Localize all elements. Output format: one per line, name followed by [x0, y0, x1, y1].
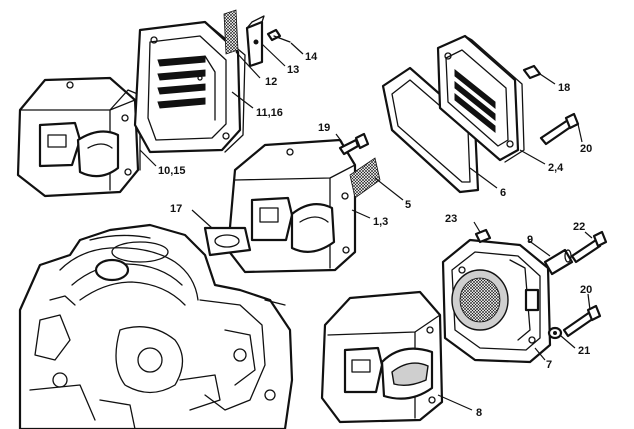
callout-labels: 14 13 12 11,16 10,15 18 20 2,4 6 19 5 1,… — [158, 51, 592, 419]
callout-9: 9 — [527, 234, 533, 246]
screw-19 — [338, 132, 370, 156]
callout-13: 13 — [287, 64, 299, 76]
spark-screen-12 — [223, 9, 239, 55]
muffler-shell-8 — [320, 290, 444, 424]
washer-21 — [547, 326, 563, 340]
callout-6: 6 — [500, 187, 506, 199]
callout-12: 12 — [265, 76, 277, 88]
callout-23: 23 — [445, 213, 457, 225]
gasket-6 — [381, 66, 480, 194]
engine-crankcase — [18, 223, 294, 429]
callout-18: 18 — [558, 82, 570, 94]
callout-2-4: 2,4 — [548, 162, 564, 174]
screw-20-upper — [539, 112, 580, 146]
muffler-7 — [441, 238, 552, 364]
spark-screen-5 — [349, 157, 381, 199]
screw-23 — [474, 228, 492, 244]
leader-lines — [139, 42, 593, 411]
screw-14 — [266, 28, 291, 43]
cover-plate-11-16 — [133, 20, 246, 154]
callout-1-3: 1,3 — [373, 216, 388, 228]
callout-17: 17 — [170, 203, 182, 215]
callout-7: 7 — [546, 359, 552, 371]
callout-20-upper: 20 — [580, 143, 592, 155]
screw-18 — [522, 64, 542, 80]
gasket-17 — [203, 226, 252, 257]
callout-11-16: 11,16 — [256, 107, 283, 119]
bracket-13 — [245, 15, 265, 68]
callout-21: 21 — [578, 345, 590, 357]
callout-19: 19 — [318, 122, 330, 134]
cover-plate-2-4 — [436, 34, 525, 163]
screw-20-lower — [562, 304, 602, 338]
callout-8: 8 — [476, 407, 482, 419]
muffler-shell-10-15 — [16, 76, 141, 198]
spacer-9 — [543, 248, 574, 276]
screw-22 — [570, 230, 608, 264]
callout-10-15: 10,15 — [158, 165, 186, 177]
muffler-housing-1-3 — [226, 138, 357, 274]
callout-22: 22 — [573, 221, 585, 233]
callout-20-lower: 20 — [580, 284, 592, 296]
callout-14: 14 — [305, 51, 318, 63]
callout-5: 5 — [405, 199, 411, 211]
